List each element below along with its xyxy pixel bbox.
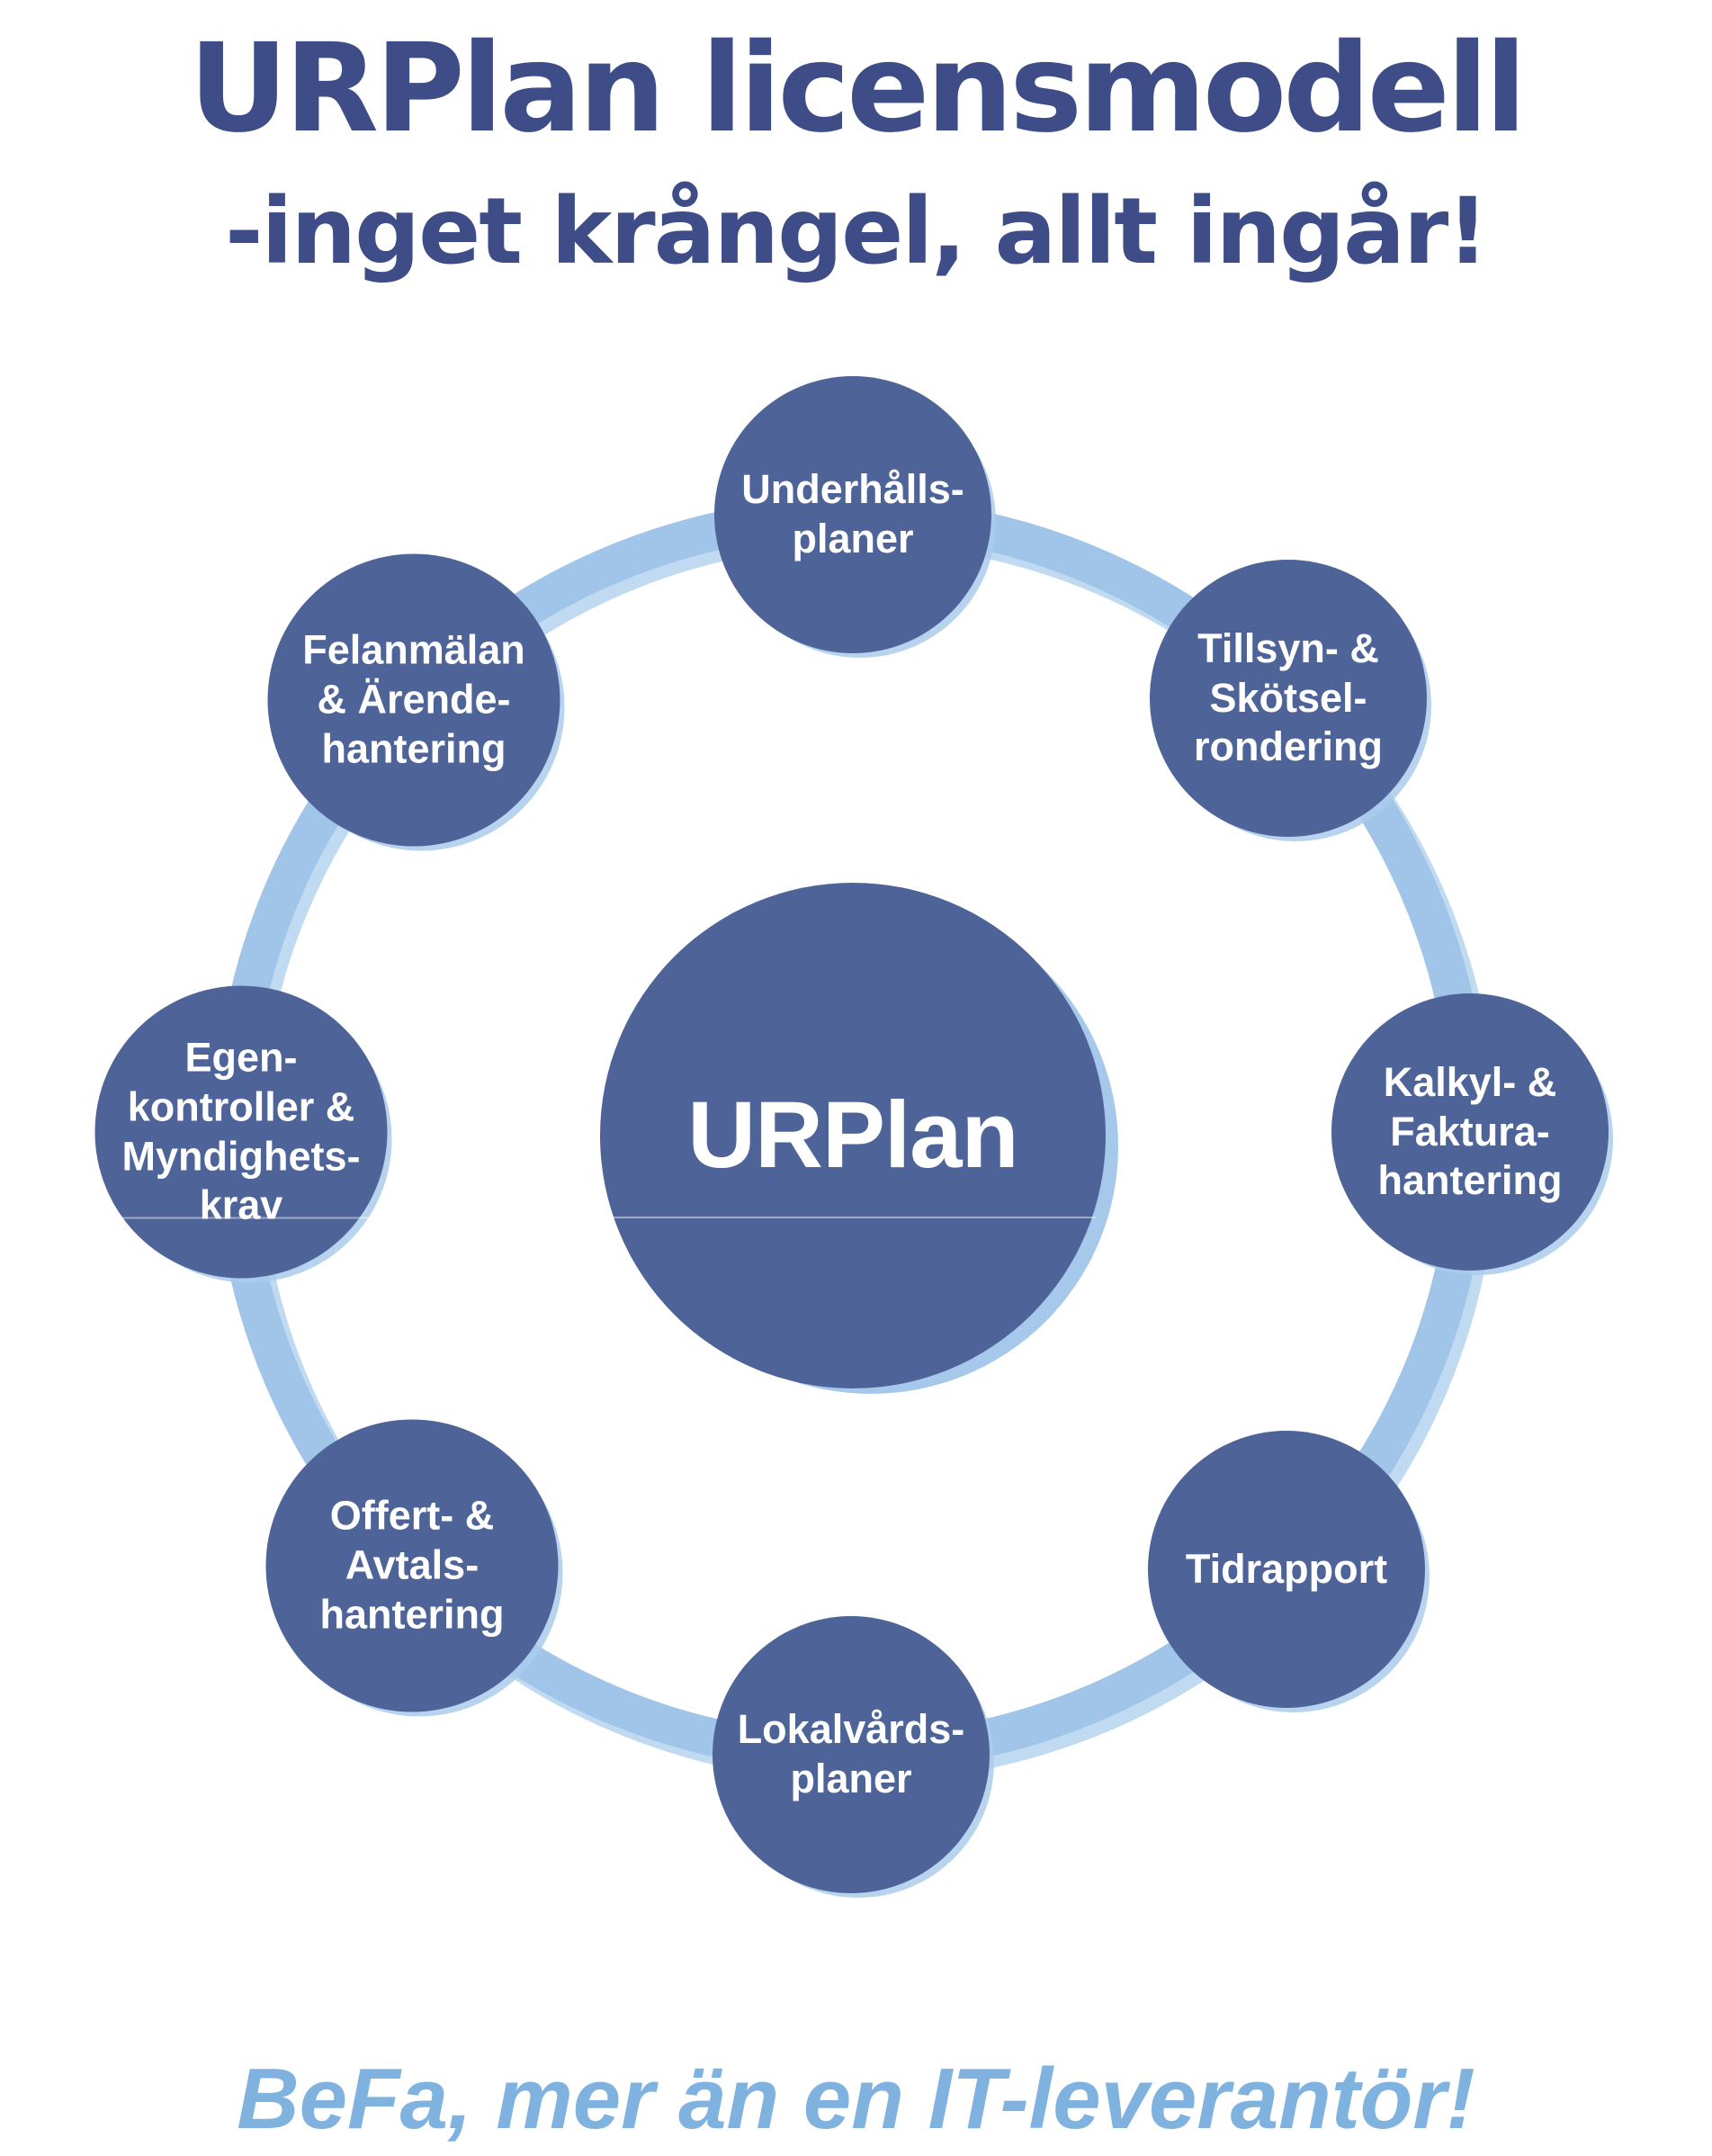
- node-tidrapport: Tidrapport: [1148, 1431, 1425, 1708]
- node-label: Lokalvårds- planer: [737, 1706, 965, 1801]
- footer-tagline: BeFa, mer än en IT-leverantör!: [237, 2051, 1475, 2147]
- node-underhallsplaner: Underhålls- planer: [714, 376, 991, 653]
- node-felanmalan-arendehantering: Felanmälan & Ärende- hantering: [267, 553, 560, 847]
- node-label: Tillsyn- & Skötsel- rondering: [1194, 624, 1383, 770]
- node-offert-avtalshantering: Offert- & Avtals- hantering: [265, 1419, 559, 1712]
- node-label: Offert- & Avtals- hantering: [319, 1492, 505, 1638]
- node-label: Kalkyl- & Faktura- hantering: [1377, 1058, 1563, 1204]
- page-subtitle: -inget krångel, allt ingår!: [225, 178, 1489, 285]
- node-label: Felanmälan & Ärende- hantering: [302, 626, 525, 772]
- node-kalkyl-fakturahantering: Kalkyl- & Faktura- hantering: [1331, 993, 1609, 1271]
- center-node: URPlan: [600, 883, 1106, 1388]
- node-label: Egen- kontroller & Myndighets- krav: [121, 1034, 361, 1228]
- page-title: URPlan licensmodell: [188, 18, 1527, 160]
- node-label: Underhålls- planer: [741, 466, 964, 561]
- node-egenkontroller-myndighetskrav: Egen- kontroller & Myndighets- krav: [94, 985, 388, 1279]
- node-label: Tidrapport: [1185, 1545, 1388, 1592]
- center-node-label: URPlan: [687, 1082, 1018, 1188]
- divider-line: [610, 1216, 1096, 1218]
- node-lokalvardsplaner: Lokalvårds- planer: [713, 1616, 990, 1893]
- node-tillsyn-skotselrondering: Tillsyn- & Skötsel- rondering: [1150, 560, 1427, 837]
